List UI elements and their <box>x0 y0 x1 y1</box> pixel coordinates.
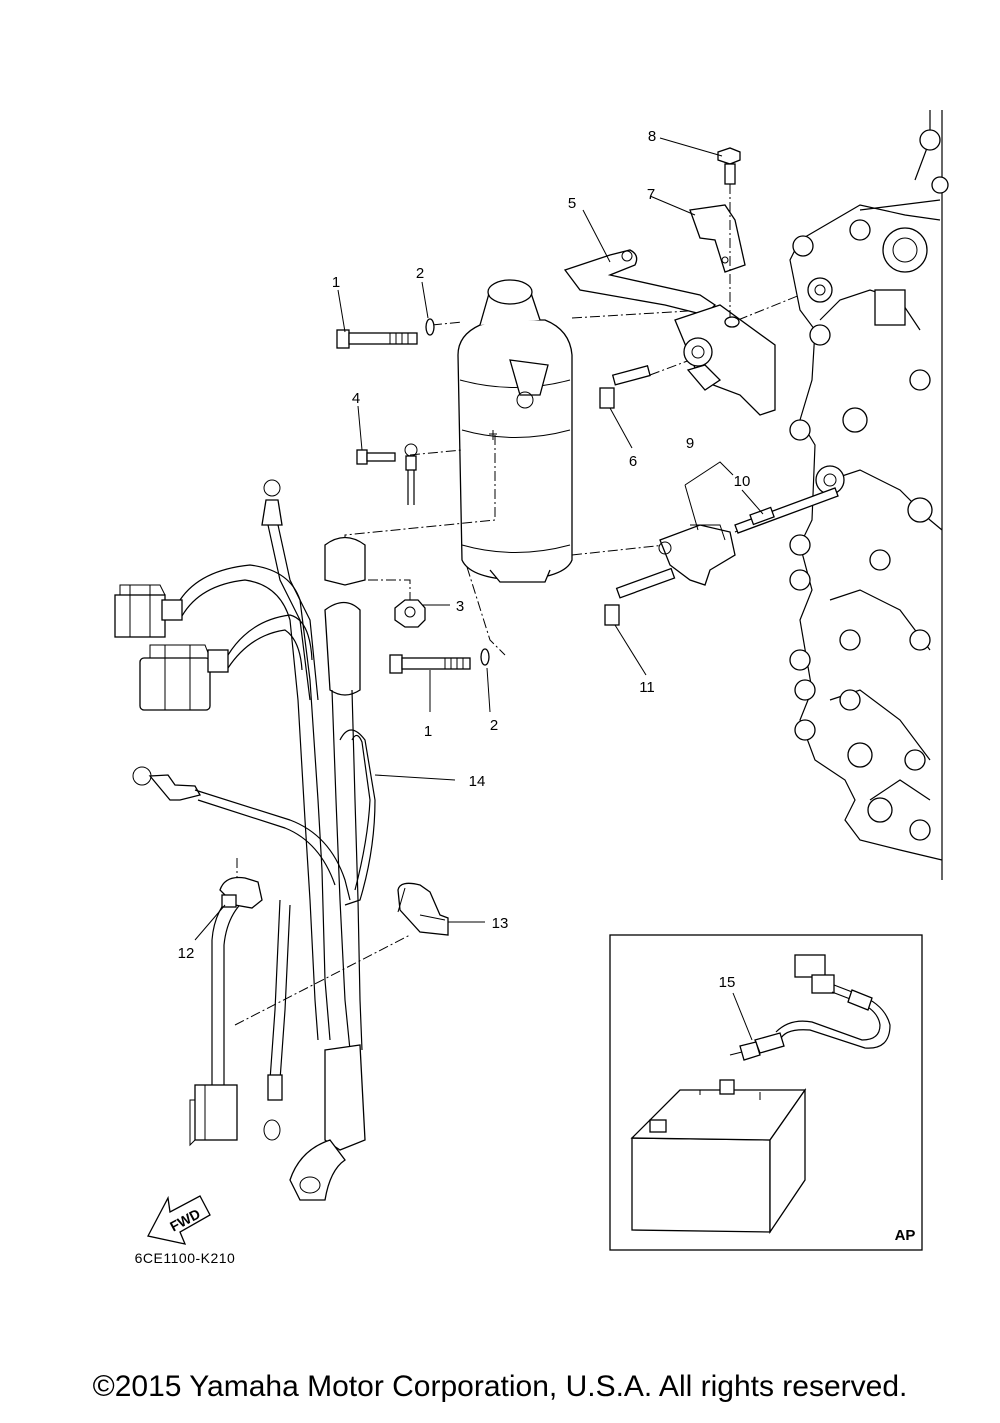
clamp-13 <box>397 882 449 936</box>
bolt-4 <box>356 449 396 465</box>
nut-3 <box>394 599 426 628</box>
bolt-8 <box>717 147 741 328</box>
fwd-arrow-icon: FWD <box>147 1195 211 1245</box>
wire-harness-14 <box>114 479 411 1201</box>
holder-7 <box>689 204 746 273</box>
callout-1-upper: 1 <box>332 274 340 291</box>
inset-panel <box>609 934 923 1251</box>
callout-labels: 1 2 3 4 5 6 7 8 9 10 11 12 13 14 15 1 2 … <box>135 128 916 1266</box>
washer-2-lower <box>480 648 490 666</box>
starter-motor <box>457 279 573 583</box>
inset-label: AP <box>895 1227 916 1244</box>
rod-10 <box>734 487 839 534</box>
callout-14: 14 <box>469 773 486 790</box>
battery-cable-15 <box>729 954 891 1061</box>
callout-7: 7 <box>647 186 655 203</box>
bolt-11 <box>604 567 676 626</box>
callout-6: 6 <box>629 453 637 470</box>
callout-9: 9 <box>686 435 694 452</box>
bolt-1-lower <box>389 654 471 674</box>
callout-2-upper: 2 <box>416 265 424 282</box>
callout-4: 4 <box>352 390 360 407</box>
leader-lines <box>194 137 764 1041</box>
callout-3: 3 <box>456 598 464 615</box>
callout-10: 10 <box>734 473 751 490</box>
drawing-code: 6CE1100-K210 <box>135 1250 236 1266</box>
wire-lead-terminal <box>404 443 418 505</box>
callout-11: 11 <box>639 679 655 696</box>
clamp-9 <box>658 524 736 586</box>
washer-2-upper <box>425 318 435 336</box>
callout-8: 8 <box>648 128 656 145</box>
bolt-1-upper <box>336 329 418 349</box>
bolt-6 <box>599 365 651 409</box>
copyright-notice: ©2015 Yamaha Motor Corporation, U.S.A. A… <box>92 1370 908 1403</box>
callout-12: 12 <box>178 945 195 962</box>
clamp-12 <box>219 876 263 909</box>
bracket-5 <box>563 249 776 416</box>
callout-1-lower: 1 <box>424 723 432 740</box>
callout-13: 13 <box>492 915 509 932</box>
callout-2-lower: 2 <box>490 717 498 734</box>
battery <box>630 1079 807 1235</box>
engine-block <box>789 110 949 880</box>
callout-15: 15 <box>719 974 736 991</box>
callout-5: 5 <box>568 195 576 212</box>
